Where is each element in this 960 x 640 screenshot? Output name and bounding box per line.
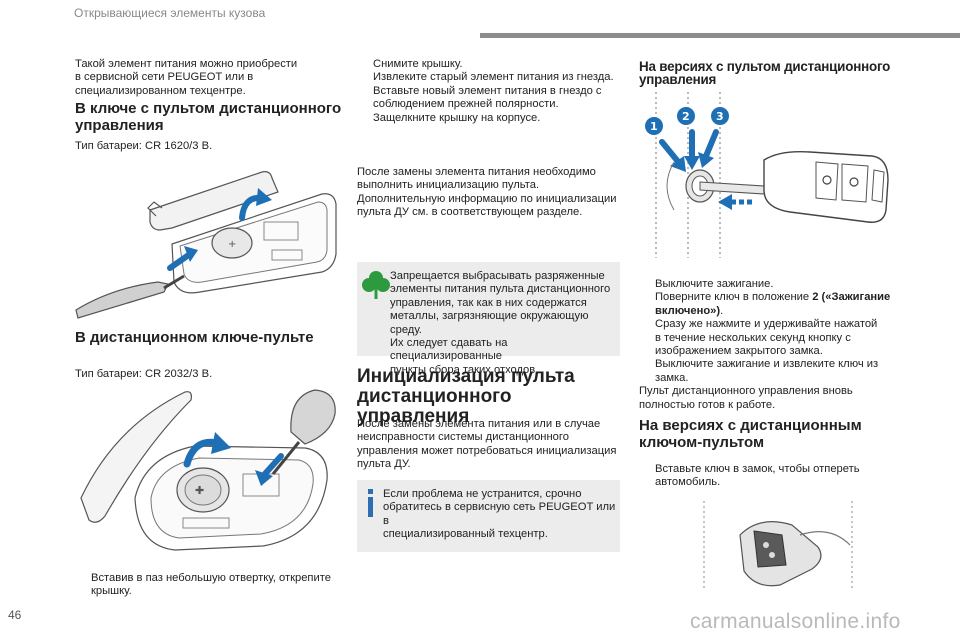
- col2-paragraph: После замены элемента питания необходимо…: [357, 166, 627, 220]
- eco-line: элементы питания пульта дистанционного: [390, 283, 611, 296]
- svg-text:✚: ✚: [195, 484, 204, 497]
- info-line: обратитесь в сервисную сеть PEUGEOT или …: [383, 501, 616, 527]
- col1-step1: Вставив в паз небольшую отвертку, откреп…: [75, 572, 345, 599]
- col2-init-paragraph: После замены элемента питания или в случ…: [357, 418, 627, 472]
- header-bar: [480, 33, 960, 38]
- eco-line: Запрещается выбрасывать разряженные: [390, 270, 605, 282]
- list-item: Вставив в паз небольшую отвертку, откреп…: [75, 572, 345, 599]
- step-line: Выключите зажигание.: [655, 278, 774, 290]
- para-line: выполнить инициализацию пульта.: [357, 179, 540, 192]
- col3-last-step: Вставьте ключ в замок, чтобы отпереть ав…: [639, 463, 939, 490]
- step-line: включено»).: [655, 305, 939, 318]
- info-icon: [368, 489, 373, 517]
- leaf-icon: [362, 271, 390, 299]
- heading-line: дистанционного управления: [357, 386, 512, 427]
- col2-steps: Снимите крышку. Извлеките старый элемент…: [357, 58, 627, 125]
- key-cover-figure: +: [75, 171, 337, 319]
- step-text: .: [720, 304, 724, 317]
- step-line: Вставьте новый элемент питания в гнездо …: [373, 84, 602, 97]
- step-text: Поверните ключ в положение: [655, 291, 813, 304]
- eco-notice-box: [357, 262, 620, 356]
- para-line: Дополнительную информацию по инициализац…: [357, 192, 617, 205]
- battery-type-1: Тип батареи: CR 1620/3 В.: [75, 140, 213, 152]
- svg-text:+: +: [228, 239, 236, 250]
- step-line: Вставив в паз небольшую отвертку, откреп…: [91, 572, 331, 584]
- para-line: пульта ДУ.: [357, 458, 411, 471]
- heading-line: управления: [75, 116, 164, 134]
- info-notice-box: [357, 480, 620, 552]
- para-line: пульта ДУ см. в соответствующем разделе.: [357, 206, 583, 219]
- marker-label: 2: [682, 110, 690, 123]
- eco-line: металлы, загрязняющие окружающую среду.: [390, 310, 589, 336]
- heading-initialization: Инициализация пульта дистанционного упра…: [357, 367, 627, 427]
- eco-line: Их следует сдавать на специализированные: [390, 337, 508, 363]
- list-item: Снимите крышку.: [357, 58, 627, 71]
- heading-remote-key: В ключе с пультом дистанционного управле…: [75, 100, 345, 134]
- step-line: Поверните ключ в положение 2 («Зажигание: [655, 291, 939, 304]
- list-item: Поверните ключ в положение 2 («Зажигание…: [639, 291, 939, 318]
- marker-label: 3: [716, 110, 724, 123]
- info-line: Если проблема не устранится, срочно: [383, 488, 582, 500]
- list-item: Выключите зажигание.: [639, 278, 939, 291]
- eco-line: пункты сбора таких отходов.: [390, 363, 539, 376]
- heading-line: Инициализация пульта: [357, 366, 575, 387]
- step-line: Снимите крышку.: [373, 58, 463, 70]
- col3-steps: Выключите зажигание. Поверните ключ в по…: [639, 278, 939, 412]
- section-header: Открывающиеся элементы кузова: [74, 6, 266, 20]
- ready-line: полностью готов к работе.: [639, 398, 776, 411]
- para-line: управления может потребоваться инициализ…: [357, 444, 617, 457]
- list-item: Извлеките старый элемент питания из гнез…: [357, 71, 627, 84]
- ignition-figure: 1 2 3: [645, 92, 889, 258]
- list-item: Вставьте ключ в замок, чтобы отпереть ав…: [639, 463, 939, 490]
- list-item: Вставьте новый элемент питания в гнездо …: [357, 85, 627, 112]
- step-line: автомобиль.: [655, 476, 721, 489]
- watermark: carmanualsonline.info: [690, 610, 901, 633]
- intro-line: специализированном техцентре.: [75, 84, 246, 97]
- para-line: неисправности системы дистанционного: [357, 431, 569, 444]
- step-line: Выключите зажигание и извлеките ключ из: [655, 358, 879, 371]
- heading-versions-key: На версиях с дистанционным ключом-пульто…: [639, 417, 939, 451]
- list-item: Защелкните крышку на корпусе.: [357, 112, 627, 125]
- col1-intro: Такой элемент питания можно приобрести в…: [75, 58, 335, 98]
- step-line: крышку.: [91, 585, 132, 598]
- step-line: в течение нескольких секунд кнопку с: [655, 331, 851, 344]
- eco-line: управления, так как в них содержатся: [390, 296, 587, 309]
- intro-line: в сервисной сети PEUGEOT или в: [75, 71, 254, 84]
- ready-line: Пульт дистанционного управления вновь: [639, 385, 853, 398]
- remote-key-figure: ✚: [80, 389, 336, 551]
- page-number: 46: [8, 608, 22, 622]
- battery-type-2: Тип батареи: CR 2032/3 В.: [75, 368, 213, 380]
- info-notice-text: Если проблема не устранится, срочно обра…: [383, 488, 619, 542]
- heading-key-remote: В дистанционном ключе-пульте: [75, 329, 314, 346]
- heading-line: В ключе с пультом дистанционного: [75, 100, 342, 117]
- heading-line: На версиях с дистанционным: [639, 417, 862, 434]
- intro-line: Такой элемент питания можно приобрести: [75, 58, 298, 70]
- step-emphasis: 2 («Зажигание: [812, 291, 891, 304]
- step-line: Вставьте ключ в замок, чтобы отпереть: [655, 463, 860, 475]
- step-line: соблюдением прежней полярности.: [373, 98, 559, 111]
- step-line: изображением закрытого замка.: [655, 345, 823, 358]
- eco-notice-text: Запрещается выбрасывать разряженные элем…: [390, 270, 620, 377]
- hand-key-figure: [703, 501, 853, 591]
- para-line: После замены элемента питания или в случ…: [357, 418, 601, 430]
- heading-versions-remote: На версиях с пультом дистанционного упра…: [639, 59, 891, 88]
- step-line: Защелкните крышку на корпусе.: [373, 111, 541, 124]
- marker-label: 1: [650, 120, 658, 133]
- step-line: Извлеките старый элемент питания из гнез…: [373, 71, 614, 84]
- heading-line: ключом-пультом: [639, 433, 765, 451]
- para-line: После замены элемента питания необходимо: [357, 166, 596, 178]
- step-emphasis: включено»): [655, 304, 721, 317]
- step-line: замка.: [655, 371, 689, 384]
- list-item: Выключите зажигание и извлеките ключ из …: [639, 358, 939, 385]
- list-item: Сразу же нажмите и удерживайте нажатой в…: [639, 318, 939, 358]
- step-line: Сразу же нажмите и удерживайте нажатой: [655, 318, 878, 331]
- info-line: специализированный техцентр.: [383, 528, 548, 541]
